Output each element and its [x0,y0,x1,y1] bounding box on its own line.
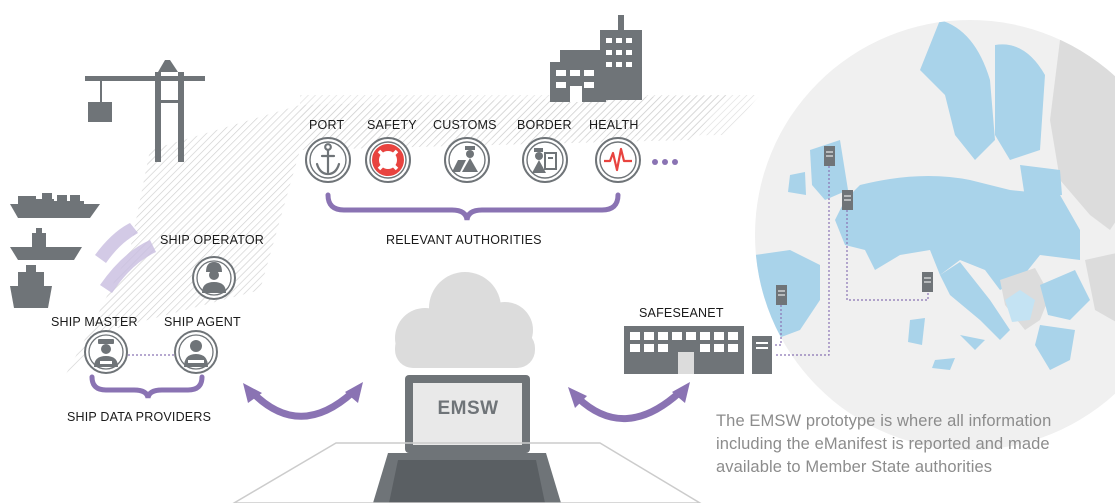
safeseanet-building-icon [624,326,772,374]
cloud-icon [395,272,535,368]
ferry-icon [10,265,52,308]
port-area [60,95,760,385]
ship-data-providers-label: SHIP DATA PROVIDERS [67,410,212,424]
passport-check-icon [522,137,568,183]
ship-operator-avatar [192,256,236,300]
crane-icon [85,60,205,162]
emsw-label: EMSW [437,398,499,419]
signal-waves-icon [95,223,156,293]
europe-map [755,20,1115,450]
more-dots-icon [652,159,678,165]
authority-label-border: BORDER [517,118,572,132]
authority-label-port: PORT [309,118,345,132]
authority-label-safety: SAFETY [367,118,417,132]
heartbeat-icon [595,137,641,183]
ship-agent-label: SHIP AGENT [164,315,241,329]
customs-officer-icon [444,137,490,183]
container-ship-icon [10,193,100,218]
office-buildings-icon [550,15,642,102]
exchange-arrow-left [243,382,363,420]
description-text: The EMSW prototype is where all informat… [716,412,1052,476]
anchor-icon [305,137,351,183]
lifebuoy-icon [365,137,411,183]
authority-icons [305,137,678,183]
ship-master-avatar [84,330,128,374]
ship-agent-avatar [174,330,218,374]
relevant-authorities-label: RELEVANT AUTHORITIES [386,233,542,247]
ship-providers-brace [89,374,205,399]
authority-label-customs: CUSTOMS [433,118,497,132]
ship-master-label: SHIP MASTER [51,315,138,329]
authorities-brace [325,192,621,221]
ship-operator-label: SHIP OPERATOR [160,233,265,247]
safeseanet-label: SAFESEANET [639,306,724,320]
exchange-arrow-right [568,382,690,422]
laptop-icon [232,375,702,503]
authority-label-health: HEALTH [589,118,639,132]
cargo-ship-icon [10,228,82,260]
